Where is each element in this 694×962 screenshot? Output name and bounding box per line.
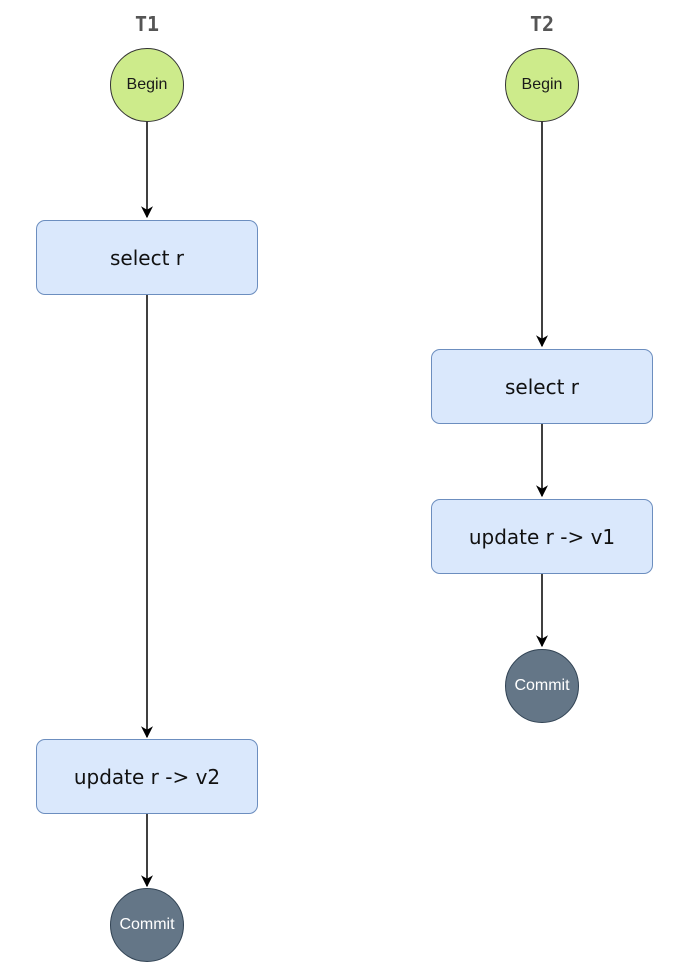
lane-title-t2: T2 xyxy=(529,12,555,36)
edges-layer xyxy=(141,121,548,888)
t1-begin-label: Begin xyxy=(126,76,168,93)
t2-step-select: select r xyxy=(431,349,653,424)
t1-step-update: update r -> v2 xyxy=(36,739,258,814)
t1-begin-node: Begin xyxy=(110,48,184,122)
t2-step-update-label: update r -> v1 xyxy=(468,524,616,549)
t1-commit-label: Commit xyxy=(119,916,175,933)
t1-step-update-label: update r -> v2 xyxy=(73,764,221,789)
t2-step-select-label: select r xyxy=(504,374,579,399)
t1-step-select: select r xyxy=(36,220,258,295)
t2-begin-node: Begin xyxy=(505,48,579,122)
transaction-diagram: T1 Begin select r update r -> v2 Commit … xyxy=(36,12,653,962)
t2-begin-label: Begin xyxy=(521,76,563,93)
t2-step-update: update r -> v1 xyxy=(431,499,653,574)
t2-commit-node: Commit xyxy=(505,649,579,723)
t2-commit-label: Commit xyxy=(514,677,570,694)
t1-step-select-label: select r xyxy=(109,245,184,270)
t1-commit-node: Commit xyxy=(110,888,184,962)
lane-title-t1: T1 xyxy=(134,12,160,36)
